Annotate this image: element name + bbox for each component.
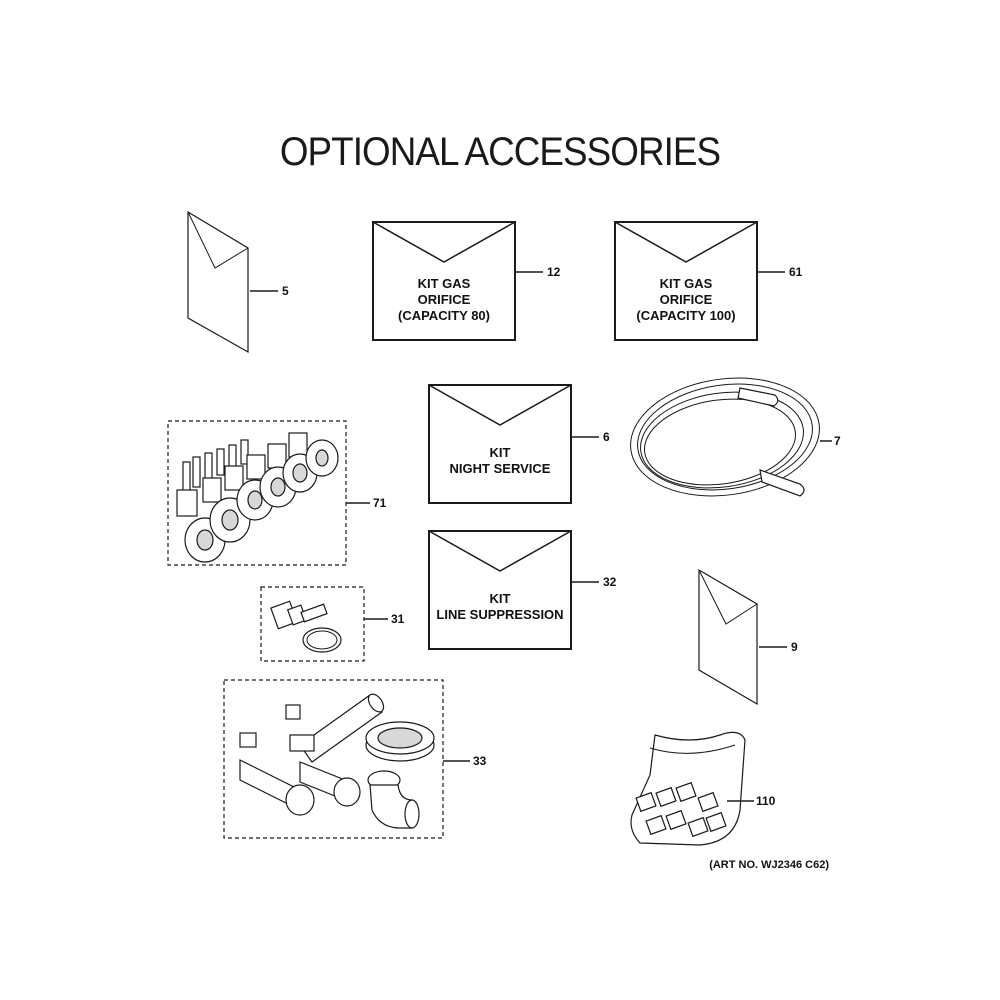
callout-7: 7 [834,434,841,448]
part-9-manual[interactable] [698,568,787,706]
envelope-12-line1: KIT GAS [418,276,471,291]
part-31-fitting[interactable] [260,586,388,662]
callout-31: 31 [391,612,405,626]
part-32-envelope[interactable] [428,530,599,650]
callout-5: 5 [282,284,289,298]
part-110-bag-of-fittings[interactable] [630,731,754,846]
envelope-61-line1: KIT GAS [660,276,713,291]
callout-12: 12 [547,265,561,279]
part-61-envelope[interactable] [614,221,785,341]
callout-61: 61 [789,265,803,279]
envelope-61-line2: ORIFICE [660,292,713,307]
part-7-coiled-gasket[interactable] [623,366,832,507]
callout-33: 33 [473,754,487,768]
part-6-envelope[interactable] [428,384,599,504]
envelope-6-line1: KIT [490,445,511,460]
part-33-pipe-assembly[interactable] [223,679,470,839]
envelope-12-line3: (CAPACITY 80) [398,308,490,323]
part-5-manual[interactable] [187,210,278,354]
envelope-6-line2: NIGHT SERVICE [450,461,551,476]
envelope-12-line2: ORIFICE [418,292,471,307]
part-12-envelope[interactable] [372,221,543,341]
envelope-32-line1: KIT [490,591,511,606]
art-number: (ART NO. WJ2346 C62) [709,859,829,871]
callout-6: 6 [603,430,610,444]
envelope-61-line3: (CAPACITY 100) [636,308,735,323]
part-71-orifice-set[interactable] [167,420,370,566]
callout-110: 110 [756,794,776,808]
callout-71: 71 [373,496,387,510]
envelope-32-line2: LINE SUPPRESSION [436,607,563,622]
callout-9: 9 [791,640,798,654]
callout-32: 32 [603,575,617,589]
diagram-title: OPTIONAL ACCESSORIES [279,130,721,174]
